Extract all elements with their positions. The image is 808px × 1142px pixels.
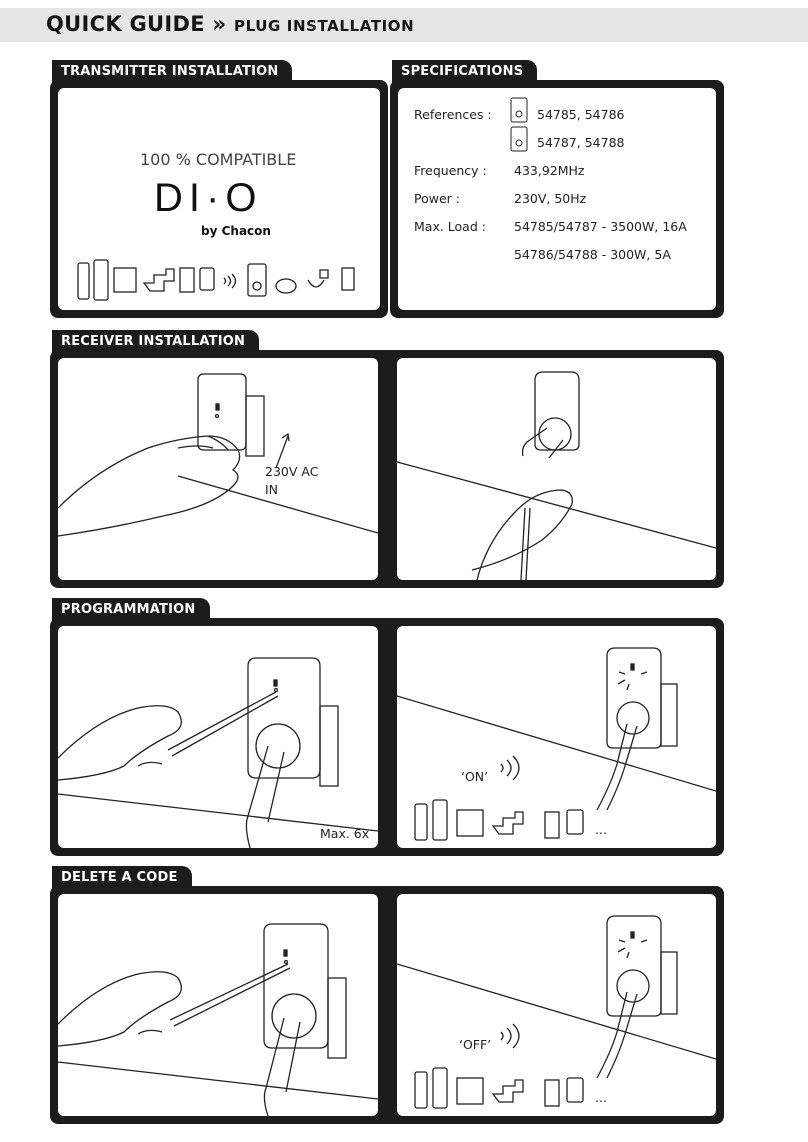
plug-small-icon (510, 97, 528, 123)
delete-step-1-panel (58, 894, 378, 1116)
tab-transmitter-installation: TRANSMITTER INSTALLATION (52, 60, 293, 84)
header-bar: QUICK GUIDE » PLUG INSTALLATION (0, 8, 808, 42)
input-voltage-label: 230V AC (265, 464, 319, 479)
switch-icon (113, 267, 137, 293)
pen-pressing-button-illustration (58, 657, 378, 848)
programmation-step-1-panel: Max. 6x (58, 626, 378, 848)
tab-receiver-installation: RECEIVER INSTALLATION (52, 330, 260, 354)
tab-programmation: PROGRAMMATION (52, 598, 210, 622)
pump-icon (307, 269, 329, 288)
tab-specifications: SPECIFICATIONS (392, 60, 538, 84)
compatibility-label: 100 % COMPATIBLE (140, 150, 297, 169)
motion-sensor-icon (142, 268, 175, 292)
title-separator: » (212, 12, 227, 36)
specifications-section: References : 54785, 54786 54787, 54788 F… (390, 60, 724, 320)
page-title: QUICK GUIDE » PLUG INSTALLATION (46, 12, 414, 36)
dio-logo: DI·O (154, 176, 263, 220)
programmation-frame: Max. 6x (50, 618, 724, 856)
plug-large-icon (510, 126, 528, 152)
chacon-logo: by Chacon (201, 224, 271, 238)
remote-sends-off-illustration (397, 915, 716, 1109)
bulb-socket-icon (341, 267, 355, 291)
hand-holding-plug-illustration (58, 373, 378, 537)
remote-large-icon (93, 259, 109, 301)
remote-icon (77, 262, 90, 300)
max-presses-label: Max. 6x (320, 826, 370, 841)
tab-delete-a-code: DELETE A CODE (52, 866, 192, 890)
specifications-panel: References : 54785, 54786 54787, 54788 F… (398, 88, 716, 310)
receiver-section: 230V AC IN RECEIVER INSTALLATION (50, 330, 724, 590)
specifications-frame: References : 54785, 54786 54787, 54788 F… (390, 80, 724, 318)
transmitter-panel: 100 % COMPATIBLE DI·O by Chacon (58, 88, 380, 310)
module-icon (275, 278, 297, 294)
more-devices-delete-label: ... (595, 1090, 607, 1105)
transmitter-frame: 100 % COMPATIBLE DI·O by Chacon (50, 80, 388, 318)
receiver-step-1-panel: 230V AC IN (58, 358, 378, 580)
delete-code-section: ‘OFF’ ... DELETE A CODE (50, 866, 724, 1128)
programmation-section: Max. 6x (50, 598, 724, 860)
wall-remote-icon (199, 267, 215, 291)
pen-pressing-button-delete-illustration (58, 923, 378, 1116)
wave-icon (223, 273, 237, 289)
on-signal-label: ‘ON’ (461, 769, 489, 784)
hand-plugging-cable-illustration (397, 371, 716, 580)
remote-sends-on-illustration (397, 647, 716, 841)
page-subtitle: PLUG INSTALLATION (234, 17, 415, 35)
receiver-frame: 230V AC IN (50, 350, 724, 588)
programmation-step-2-panel: ‘ON’ ... (397, 626, 716, 848)
delete-code-frame: ‘OFF’ ... (50, 886, 724, 1124)
receiver-step-2-panel (397, 358, 716, 580)
off-signal-label: ‘OFF’ (459, 1037, 492, 1052)
input-in-label: IN (265, 482, 279, 497)
plug-icon (247, 263, 267, 297)
title-text: QUICK GUIDE (46, 12, 205, 36)
compatible-devices-icons (77, 259, 355, 301)
reference-plug-icons (510, 97, 528, 152)
door-sensor-icon (179, 267, 195, 293)
transmitter-section: 100 % COMPATIBLE DI·O by Chacon (50, 60, 388, 320)
delete-step-2-panel: ‘OFF’ ... (397, 894, 716, 1116)
more-devices-label: ... (595, 822, 607, 837)
